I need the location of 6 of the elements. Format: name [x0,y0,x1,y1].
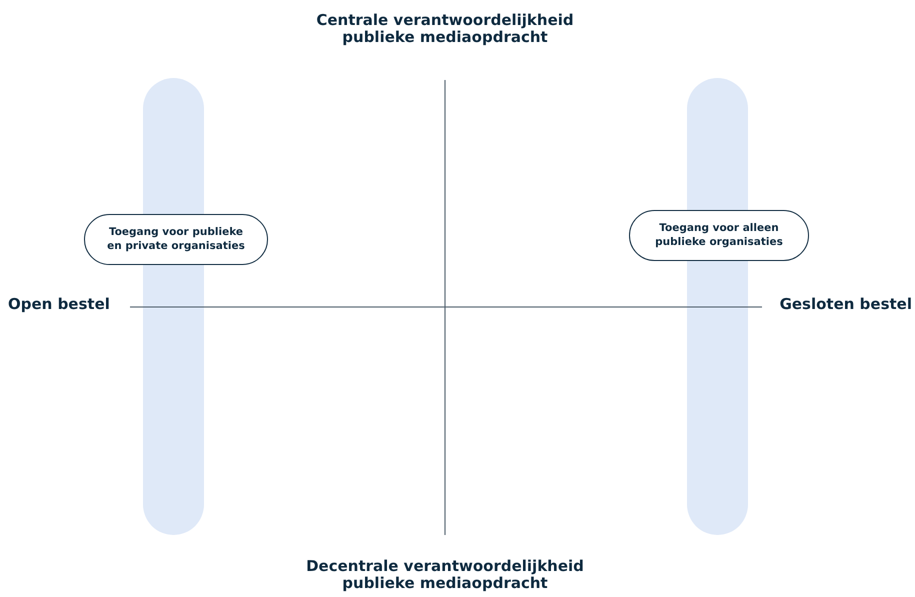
axis-label: Gesloten bestel [780,296,912,314]
label-pill: Toegang voor publieke en private organisaties [84,214,268,265]
label-pill: Toegang voor alleen publieke organisaties [629,210,809,261]
axis-label: Open bestel [8,296,110,314]
axis-label: Centrale verantwoordelijkheid publieke mediaopdracht [315,12,575,46]
axis-label: Decentrale verantwoordelijkheid publieke mediaopdracht [305,558,585,592]
